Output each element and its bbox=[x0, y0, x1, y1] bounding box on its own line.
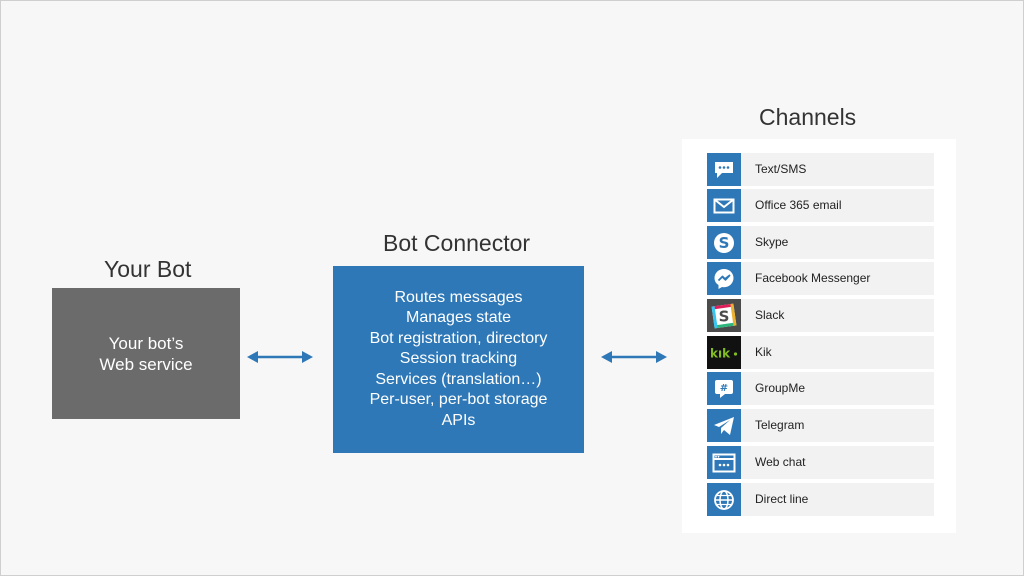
connector-feature: Session tracking bbox=[399, 350, 518, 368]
sms-chat-icon bbox=[707, 153, 741, 186]
channel-item-slack: S Slack bbox=[707, 299, 934, 332]
connector-feature: Manages state bbox=[406, 309, 511, 327]
web-chat-icon bbox=[707, 446, 741, 479]
svg-text:S: S bbox=[719, 234, 730, 252]
your-bot-title: Your Bot bbox=[104, 256, 192, 282]
channel-item-office-365-email: Office 365 email bbox=[707, 189, 934, 222]
channel-label: Web chat bbox=[755, 455, 806, 469]
channel-item-text-sms: Text/SMS bbox=[707, 153, 934, 186]
channel-label: Slack bbox=[755, 308, 785, 322]
slack-icon: S bbox=[707, 299, 741, 332]
channel-item-web-chat: Web chat bbox=[707, 446, 934, 479]
channel-label: GroupMe bbox=[755, 381, 806, 395]
your-bot-box: Your bot’s Web service bbox=[52, 288, 240, 419]
groupme-icon: # bbox=[707, 372, 741, 405]
globe-icon bbox=[707, 483, 741, 516]
email-envelope-icon bbox=[707, 189, 741, 222]
channel-label: Text/SMS bbox=[755, 162, 807, 176]
svg-text:#: # bbox=[720, 383, 728, 394]
bot-connector-box: Routes messages Manages state Bot regist… bbox=[333, 266, 584, 453]
your-bot-line: Web service bbox=[99, 354, 193, 374]
your-bot-line: Your bot’s bbox=[108, 333, 184, 353]
channel-item-facebook-messenger: Facebook Messenger bbox=[707, 262, 934, 295]
channel-label: Facebook Messenger bbox=[755, 271, 871, 285]
channel-item-kik: kık Kik bbox=[707, 336, 934, 369]
connector-feature: Bot registration, directory bbox=[369, 329, 548, 347]
svg-text:S: S bbox=[719, 307, 730, 325]
telegram-icon bbox=[707, 409, 741, 442]
bidirectional-arrow-right bbox=[601, 351, 667, 363]
channels-panel: Text/SMS Office 365 email S Skype bbox=[682, 139, 956, 533]
channel-label: Kik bbox=[755, 345, 772, 359]
skype-icon: S bbox=[707, 226, 741, 259]
svg-text:kık: kık bbox=[710, 346, 731, 360]
channel-label: Direct line bbox=[755, 492, 809, 506]
channel-label: Skype bbox=[755, 235, 789, 249]
channel-item-telegram: Telegram bbox=[707, 409, 934, 442]
channel-item-skype: S Skype bbox=[707, 226, 934, 259]
connector-feature: APIs bbox=[441, 411, 476, 429]
bot-connector-title: Bot Connector bbox=[383, 230, 531, 256]
connector-feature: Routes messages bbox=[394, 288, 523, 306]
channels-title: Channels bbox=[759, 104, 857, 130]
channel-item-direct-line: Direct line bbox=[707, 483, 934, 516]
connector-feature: Per-user, per-bot storage bbox=[369, 391, 548, 409]
channel-item-groupme: # GroupMe bbox=[707, 372, 934, 405]
bidirectional-arrow-left bbox=[247, 351, 313, 363]
channel-label: Telegram bbox=[755, 418, 805, 432]
facebook-messenger-icon bbox=[707, 262, 741, 295]
connector-feature: Services (translation…) bbox=[375, 370, 542, 388]
kik-icon: kık bbox=[707, 336, 741, 369]
channel-label: Office 365 email bbox=[755, 198, 842, 212]
